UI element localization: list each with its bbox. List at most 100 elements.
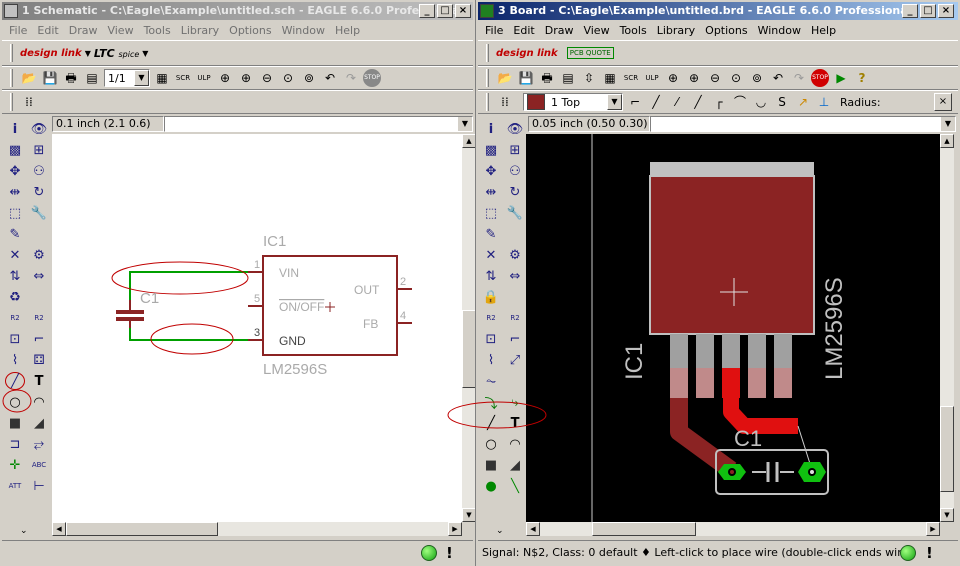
- group-icon[interactable]: ⬚: [484, 205, 498, 221]
- menu-tools[interactable]: Tools: [143, 24, 171, 37]
- signal-icon[interactable]: ╲: [511, 478, 519, 494]
- menu-file[interactable]: File: [485, 24, 504, 37]
- open-icon[interactable]: 📂: [21, 71, 37, 85]
- cam-icon[interactable]: ▤: [86, 71, 98, 85]
- menu-library[interactable]: Library: [656, 24, 696, 37]
- name-icon[interactable]: R2: [486, 314, 496, 322]
- show-icon[interactable]: 👁: [30, 121, 48, 137]
- wire-bend-7-icon[interactable]: S: [778, 95, 786, 109]
- designlink-logo[interactable]: design link: [20, 47, 82, 59]
- info-icon[interactable]: i: [488, 121, 494, 137]
- expand-chevron-icon[interactable]: ⌄: [20, 526, 28, 536]
- scroll-thumb[interactable]: [592, 522, 696, 536]
- schematic-title-bar[interactable]: 1 Schematic - C:\Eagle\Example\untitled.…: [2, 2, 473, 20]
- wire-bend-5-icon[interactable]: ⌒: [733, 95, 746, 109]
- zoom-out-icon[interactable]: ⊖: [709, 71, 721, 85]
- wire-icon[interactable]: ╱: [5, 372, 25, 390]
- scroll-thumb[interactable]: [66, 522, 218, 536]
- copy-icon[interactable]: ⚇: [509, 163, 521, 179]
- toolbar-grip[interactable]: [486, 69, 489, 87]
- ic-thermal-pad[interactable]: [649, 175, 815, 335]
- change-icon[interactable]: 🔧: [506, 205, 524, 221]
- menu-draw[interactable]: Draw: [544, 24, 574, 37]
- cap-outline[interactable]: [715, 449, 829, 495]
- layer-select[interactable]: 1 Top ▼: [523, 93, 623, 111]
- text-icon[interactable]: T: [510, 415, 520, 431]
- ltc-logo[interactable]: LTC spice: [93, 46, 140, 60]
- stop-command-button[interactable]: !: [446, 544, 453, 562]
- help-icon[interactable]: ?: [858, 71, 866, 85]
- pinswap-icon[interactable]: ⇅: [9, 268, 21, 284]
- copy-icon[interactable]: ⚇: [33, 163, 45, 179]
- toolbar-grip[interactable]: [486, 44, 489, 62]
- wire-icon[interactable]: ╱: [487, 415, 495, 431]
- smd-pad[interactable]: [696, 368, 714, 398]
- scroll-right-arrow[interactable]: ▶: [448, 522, 462, 536]
- scroll-left-arrow[interactable]: ◀: [52, 522, 66, 536]
- dimension-icon[interactable]: ⊢: [33, 478, 45, 494]
- polygon-icon[interactable]: ◢: [34, 415, 44, 431]
- command-line-input[interactable]: ▼: [650, 116, 956, 132]
- schematic-canvas[interactable]: IC1 LM2596S C1 VIN ON/OFF GND OUT FB 1 5…: [52, 134, 462, 522]
- menu-view[interactable]: View: [107, 24, 134, 37]
- smash-icon[interactable]: ⊡: [9, 331, 21, 347]
- scroll-down-arrow[interactable]: ▼: [940, 508, 954, 522]
- move-icon[interactable]: ✥: [9, 163, 21, 179]
- board-canvas[interactable]: C1 IC1 LM2596S: [526, 134, 940, 522]
- wire-bend-2-icon[interactable]: ⁄: [675, 95, 678, 109]
- menu-file[interactable]: File: [9, 24, 28, 37]
- via-icon[interactable]: ●: [485, 478, 497, 494]
- menu-help[interactable]: Help: [810, 24, 837, 37]
- toolbar-grip[interactable]: [486, 93, 489, 111]
- close-toolbar-button[interactable]: ×: [934, 93, 952, 111]
- redo-icon[interactable]: ↷: [793, 71, 805, 85]
- schematic-switch-icon[interactable]: ▦: [604, 71, 616, 85]
- board-title-bar[interactable]: 3 Board - C:\Eagle\Example\untitled.brd …: [478, 2, 958, 20]
- meander-icon[interactable]: ⏦: [485, 373, 497, 389]
- smd-pad[interactable]: [670, 368, 688, 398]
- polygon-icon[interactable]: ◢: [510, 457, 520, 473]
- chevron-down-icon[interactable]: ▼: [458, 117, 472, 131]
- undo-icon[interactable]: ↶: [324, 71, 336, 85]
- info-icon[interactable]: i: [12, 121, 18, 137]
- trace-gnd[interactable]: [670, 398, 737, 478]
- close-button[interactable]: ×: [455, 4, 471, 18]
- split-icon[interactable]: ⌇: [487, 352, 495, 368]
- dropdown-arrow-icon[interactable]: ▼: [142, 48, 149, 58]
- scroll-down-arrow[interactable]: ▼: [462, 508, 475, 522]
- miter-icon[interactable]: ⌐: [33, 331, 45, 347]
- zoom-out-icon[interactable]: ⊖: [261, 71, 273, 85]
- net-icon[interactable]: ⥂: [33, 436, 45, 452]
- add-icon[interactable]: ⚙: [33, 247, 45, 263]
- mark-icon[interactable]: ⊞: [33, 142, 45, 158]
- net-vin[interactable]: [129, 271, 248, 305]
- dropdown-arrow-icon[interactable]: ▼: [84, 48, 91, 58]
- scroll-right-arrow[interactable]: ▶: [926, 522, 940, 536]
- ulp-icon[interactable]: ULP: [645, 74, 659, 82]
- label-icon[interactable]: ABC: [31, 461, 47, 469]
- chevron-down-icon[interactable]: ▼: [134, 70, 149, 86]
- chevron-down-icon[interactable]: ▼: [941, 117, 955, 131]
- ulp-icon[interactable]: ULP: [197, 74, 211, 82]
- vertical-scrollbar[interactable]: ▲ ▼: [940, 134, 954, 522]
- menu-options[interactable]: Options: [705, 24, 748, 37]
- maximize-button[interactable]: □: [920, 4, 936, 18]
- undo-icon[interactable]: ↶: [772, 71, 784, 85]
- gateswap-icon[interactable]: ⇔: [33, 268, 45, 284]
- smd-pad[interactable]: [748, 368, 766, 398]
- mirror-icon[interactable]: ⇹: [9, 184, 21, 200]
- script-icon[interactable]: SCR: [623, 74, 639, 82]
- save-icon[interactable]: 💾: [42, 71, 58, 85]
- scroll-up-arrow[interactable]: ▲: [940, 134, 954, 148]
- wire-bend-8-icon[interactable]: ↗: [797, 95, 809, 109]
- menu-help[interactable]: Help: [334, 24, 361, 37]
- horizontal-scrollbar[interactable]: ◀ ▶: [526, 522, 940, 536]
- chevron-down-icon[interactable]: ▼: [607, 94, 622, 110]
- smd-pad-active[interactable]: [722, 368, 740, 398]
- name-icon[interactable]: R2: [10, 314, 20, 322]
- pcb-quote-logo[interactable]: PCB QUOTE: [566, 47, 614, 59]
- rect-icon[interactable]: ■: [8, 415, 22, 431]
- cam-icon[interactable]: ▤: [562, 71, 574, 85]
- stop-icon[interactable]: STOP: [363, 69, 381, 87]
- mark-icon[interactable]: ⊞: [509, 142, 521, 158]
